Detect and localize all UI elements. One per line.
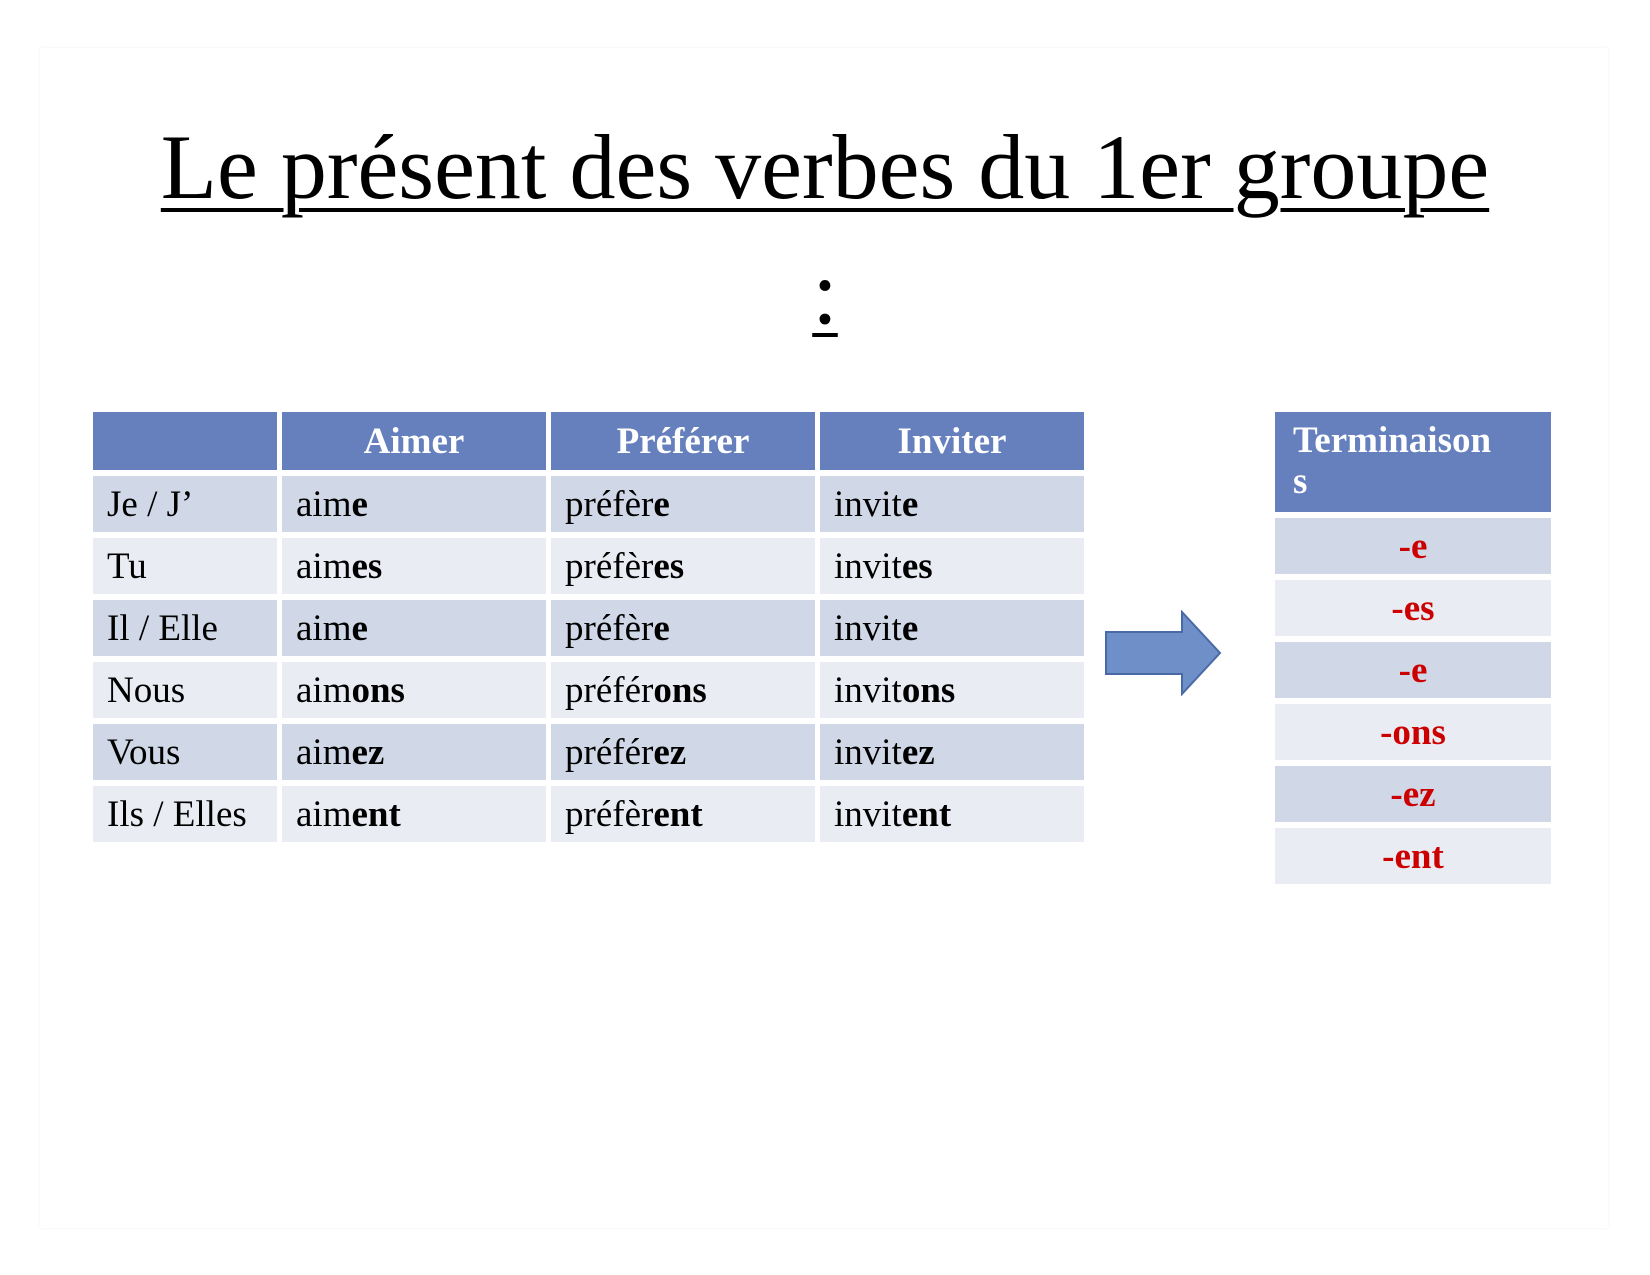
verb-stem: aim: [296, 607, 352, 649]
pronoun-cell: Ils / Elles: [93, 786, 277, 842]
verb-ending: ez: [351, 731, 385, 773]
conjugation-cell-inviter: invitent: [820, 786, 1084, 842]
ending-cell: -ent: [1275, 828, 1551, 884]
header-cell-blank: [93, 412, 277, 470]
verb-ending: ez: [653, 731, 687, 773]
verb-stem: invit: [834, 731, 902, 773]
verb-ending: e: [351, 483, 368, 525]
table-row: -es: [1275, 580, 1551, 636]
header-cell-aimer: Aimer: [282, 412, 546, 470]
conjugation-cell-inviter: invitez: [820, 724, 1084, 780]
conjugation-cell-inviter: invitons: [820, 662, 1084, 718]
header-cell-preferer: Préférer: [551, 412, 815, 470]
verb-ending: ez: [901, 731, 935, 773]
ending-cell: -e: [1275, 518, 1551, 574]
ending-cell: -ons: [1275, 704, 1551, 760]
conjugation-cell-inviter: invite: [820, 476, 1084, 532]
verb-stem: aim: [296, 669, 352, 711]
table-row: -ons: [1275, 704, 1551, 760]
verb-stem: préfèr: [565, 483, 654, 525]
verb-ending: e: [653, 607, 670, 649]
conjugation-cell-preferer: préfères: [551, 538, 815, 594]
conjugation-cell-aimer: aiment: [282, 786, 546, 842]
pronoun-cell: Vous: [93, 724, 277, 780]
conjugation-cell-aimer: aime: [282, 476, 546, 532]
verb-stem: préfér: [565, 669, 654, 711]
conjugation-cell-aimer: aimez: [282, 724, 546, 780]
conjugation-cell-aimer: aimons: [282, 662, 546, 718]
verb-stem: préfèr: [565, 607, 654, 649]
verb-stem: préfèr: [565, 545, 654, 587]
verb-ending: ent: [901, 793, 952, 835]
conjugation-cell-inviter: invite: [820, 600, 1084, 656]
pronoun-cell: Tu: [93, 538, 277, 594]
verb-stem: invit: [834, 793, 902, 835]
verb-stem: aim: [296, 793, 352, 835]
verb-stem: invit: [834, 483, 902, 525]
conjugation-cell-preferer: préférons: [551, 662, 815, 718]
conjugation-cell-inviter: invites: [820, 538, 1084, 594]
verb-ending: e: [901, 607, 919, 649]
verb-ending: ons: [351, 669, 405, 711]
verb-stem: aim: [296, 731, 352, 773]
verb-ending: ent: [351, 793, 401, 835]
pronoun-cell: Il / Elle: [93, 600, 277, 656]
verb-stem: invit: [834, 545, 902, 587]
verb-stem: invit: [834, 669, 902, 711]
arrow-shape: [1105, 610, 1222, 696]
verb-ending: es: [351, 545, 383, 587]
verb-stem: aim: [296, 483, 352, 525]
title-line-2: :: [812, 241, 838, 344]
pronoun-cell: Nous: [93, 662, 277, 718]
verb-stem: préfér: [565, 731, 654, 773]
conjugation-cell-preferer: préfère: [551, 600, 815, 656]
terminaisons-header-part-2: s: [1293, 461, 1308, 502]
verb-stem: préfèr: [565, 793, 654, 835]
ending-cell: -e: [1275, 642, 1551, 698]
verb-ending: e: [653, 483, 670, 525]
verb-stem: invit: [834, 607, 902, 649]
ending-cell: -es: [1275, 580, 1551, 636]
conjugation-header-row: Aimer Préférer Inviter: [93, 412, 1084, 470]
verb-stem: aim: [296, 545, 352, 587]
header-cell-inviter: Inviter: [820, 412, 1084, 470]
verb-ending: e: [901, 483, 919, 525]
conjugation-cell-preferer: préfèrent: [551, 786, 815, 842]
pronoun-cell: Je / J’: [93, 476, 277, 532]
verb-ending: e: [351, 607, 368, 649]
verb-ending: es: [901, 545, 933, 587]
table-row: -e: [1275, 518, 1551, 574]
verb-ending: ons: [901, 669, 956, 711]
table-row: -ez: [1275, 766, 1551, 822]
conjugation-cell-preferer: préfère: [551, 476, 815, 532]
page-title: Le présent des verbes du 1er groupe :: [0, 105, 1650, 355]
verb-ending: ons: [653, 669, 707, 711]
right-arrow-icon: [1105, 610, 1222, 696]
verb-ending: es: [653, 545, 685, 587]
verb-ending: ent: [653, 793, 703, 835]
conjugation-cell-aimer: aime: [282, 600, 546, 656]
table-row: -ent: [1275, 828, 1551, 884]
terminaisons-header-part-1: Terminaison: [1293, 420, 1492, 462]
conjugation-cell-aimer: aimes: [282, 538, 546, 594]
table-row: -e: [1275, 642, 1551, 698]
title-line-1: Le présent des verbes du 1er groupe: [160, 116, 1490, 218]
conjugation-cell-preferer: préférez: [551, 724, 815, 780]
ending-cell: -ez: [1275, 766, 1551, 822]
